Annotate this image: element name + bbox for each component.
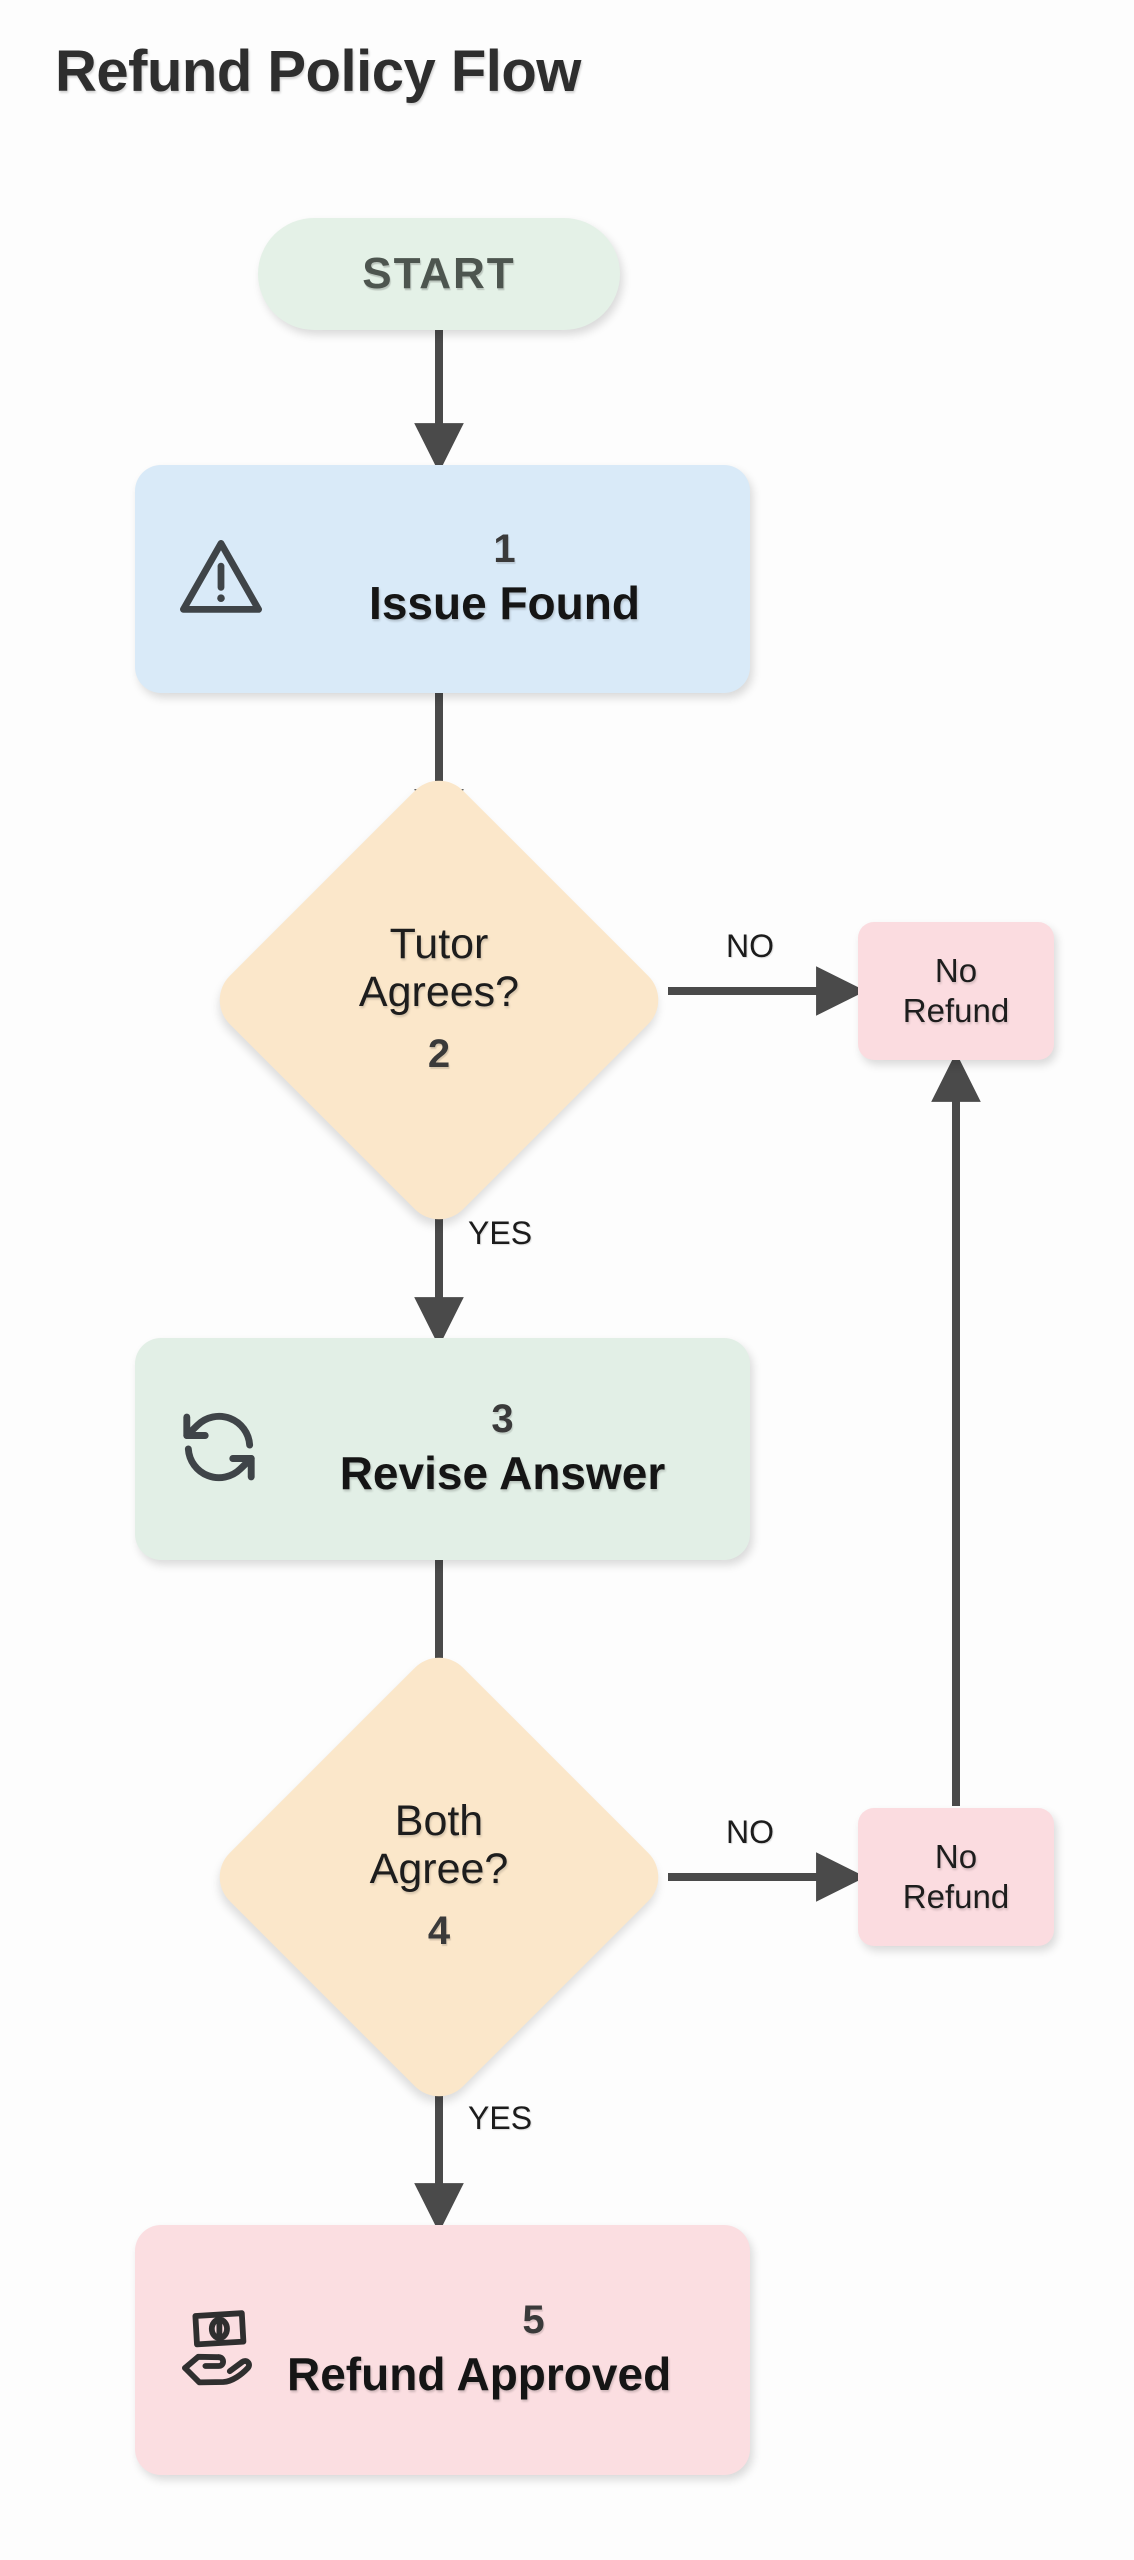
terminal-line-2: Refund (902, 992, 1010, 1029)
step-number: 5 (522, 2298, 545, 2342)
step-number: 3 (491, 1397, 514, 1441)
decision-line-2: Agree? (369, 1845, 509, 1894)
warning-triangle-icon (173, 529, 269, 630)
step-number: 2 (427, 1032, 451, 1077)
page-title: Refund Policy Flow (55, 39, 581, 104)
step-number: 1 (493, 527, 516, 571)
step-number: 4 (427, 1909, 451, 1954)
node-label: Issue Found (369, 577, 640, 629)
edge-label-yes-2: YES (468, 2100, 533, 2136)
terminal-line-2: Refund (902, 1878, 1010, 1915)
decision-line-2: Agrees? (358, 968, 520, 1017)
node-no-refund-bottom[interactable]: No Refund (858, 1808, 1054, 1946)
node-revise-answer[interactable]: 3 Revise Answer (135, 1338, 750, 1560)
terminal-line-1: No (934, 1838, 978, 1876)
terminal-line-1: No (934, 952, 978, 990)
edge-label-no-2: NO (726, 1814, 774, 1850)
refresh-cycle-icon (173, 1401, 265, 1498)
node-refund-approved[interactable]: 5 Refund Approved (135, 2225, 750, 2475)
decision-line-1: Both (394, 1797, 484, 1845)
node-label: Refund Approved (287, 2348, 672, 2400)
edge-label-yes-1: YES (468, 1215, 533, 1251)
decision-line-1: Tutor (389, 920, 489, 968)
edge-label-no-1: NO (726, 928, 774, 964)
start-label: START (362, 249, 516, 298)
node-no-refund-top[interactable]: No Refund (858, 922, 1054, 1060)
node-tutor-agrees-text: Tutor Agrees? 2 (259, 920, 619, 1077)
node-issue-found[interactable]: 1 Issue Found (135, 465, 750, 693)
node-label: Revise Answer (339, 1447, 666, 1499)
node-start[interactable]: START (258, 218, 620, 330)
hand-holding-money-icon (173, 2296, 277, 2405)
node-both-agree-text: Both Agree? 4 (259, 1797, 619, 1954)
